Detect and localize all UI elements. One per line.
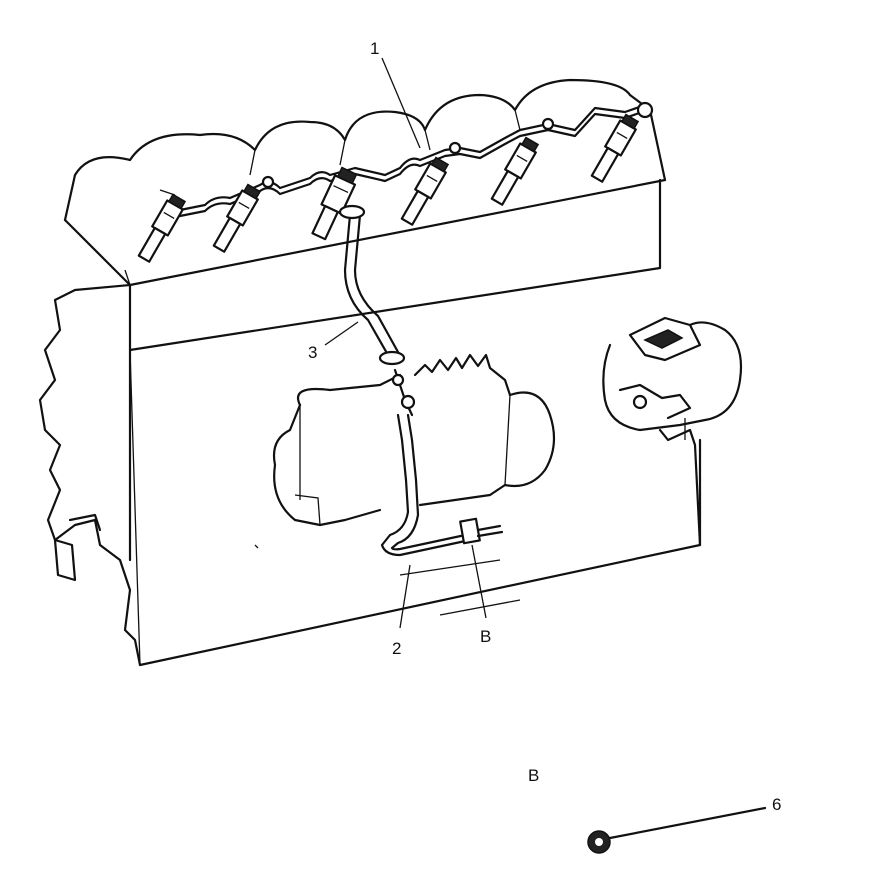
injector <box>400 156 450 226</box>
injector <box>137 193 187 263</box>
callout-6: 6 <box>772 795 781 814</box>
fuel-line-3 <box>338 204 406 366</box>
callout-b-upper: B <box>480 627 491 646</box>
engine-block <box>38 178 702 667</box>
leader-lines <box>324 57 487 629</box>
fitting-b <box>459 517 504 545</box>
callout-1: 1 <box>370 39 379 58</box>
injector <box>212 183 262 253</box>
part-6 <box>587 806 767 854</box>
callout-b-lower: B <box>528 766 539 785</box>
injector <box>490 136 540 206</box>
fuel-injectors <box>137 113 640 263</box>
injection-pump <box>272 353 556 527</box>
callout-3: 3 <box>308 343 317 362</box>
callout-2: 2 <box>392 639 401 658</box>
cylinder-head <box>63 78 667 287</box>
injector <box>311 166 358 241</box>
fuel-filter-assembly <box>602 316 743 547</box>
injector <box>590 113 640 183</box>
fuel-line-2 <box>380 413 472 557</box>
